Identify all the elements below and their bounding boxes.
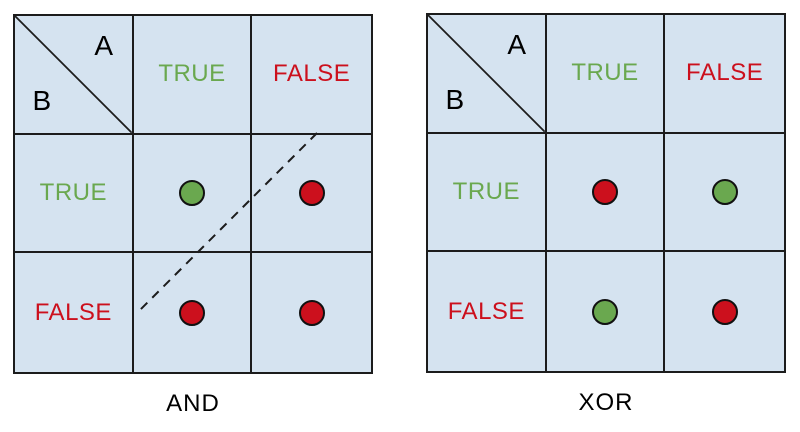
xor-true-false-result-dot [591, 298, 618, 325]
xor-corner-header-cell: A B [428, 15, 547, 134]
xor-row-header-false: FALSE [428, 252, 547, 371]
xor-column-header-false-label: FALSE [686, 59, 764, 87]
and-row-header-true: TRUE [15, 134, 134, 254]
xor-row-variable-label: B [445, 84, 465, 116]
xor-column-variable-label: A [507, 29, 526, 61]
and-column-header-true: TRUE [133, 16, 253, 135]
and-true-false-result-dot [178, 299, 205, 326]
xor-false-true-result-dot [711, 178, 738, 205]
xor-column-header-true: TRUE [546, 15, 666, 134]
xor-row-header-false-label: FALSE [447, 297, 525, 325]
and-row-header-false-label: FALSE [34, 298, 112, 326]
and-row-header-true-label: TRUE [39, 178, 107, 206]
and-row-header-false: FALSE [15, 253, 134, 372]
and-column-header-true-label: TRUE [158, 60, 226, 88]
and-corner-header-cell: A B [15, 16, 134, 135]
and-row-variable-label: B [32, 85, 52, 117]
xor-cell-a-true-b-true [546, 133, 666, 253]
and-column-header-false-label: FALSE [273, 60, 351, 88]
and-column-variable-label: A [94, 30, 113, 62]
xor-column-header-true-label: TRUE [571, 59, 639, 87]
xor-true-true-result-dot [591, 178, 618, 205]
xor-cell-a-false-b-false [665, 252, 784, 371]
and-cell-a-false-b-false [252, 253, 371, 372]
and-true-true-result-dot [178, 179, 205, 206]
and-truth-table: A B TRUE FALSE TRUE FALSE [13, 14, 373, 374]
and-column-header-false: FALSE [252, 16, 371, 135]
and-cell-a-false-b-true [252, 135, 371, 254]
and-cell-a-true-b-true [133, 134, 253, 254]
xor-false-false-result-dot [711, 298, 738, 325]
and-cell-a-true-b-false [134, 253, 253, 372]
corner-diagonal-line [428, 15, 545, 132]
and-caption: AND [166, 390, 220, 417]
xor-column-header-false: FALSE [665, 15, 784, 134]
and-false-false-result-dot [298, 299, 325, 326]
xor-row-header-true-label: TRUE [452, 177, 520, 205]
xor-truth-table: A B TRUE FALSE TRUE FALSE [426, 13, 786, 373]
xor-cell-a-false-b-true [665, 134, 784, 253]
xor-row-header-true: TRUE [428, 133, 547, 253]
and-table-section: A B TRUE FALSE TRUE FALSE [13, 14, 373, 418]
xor-caption: XOR [578, 389, 634, 416]
and-false-true-result-dot [298, 179, 325, 206]
xor-cell-a-true-b-false [547, 252, 666, 371]
xor-table-section: A B TRUE FALSE TRUE FALSE [426, 13, 786, 417]
corner-diagonal-line [15, 16, 132, 133]
